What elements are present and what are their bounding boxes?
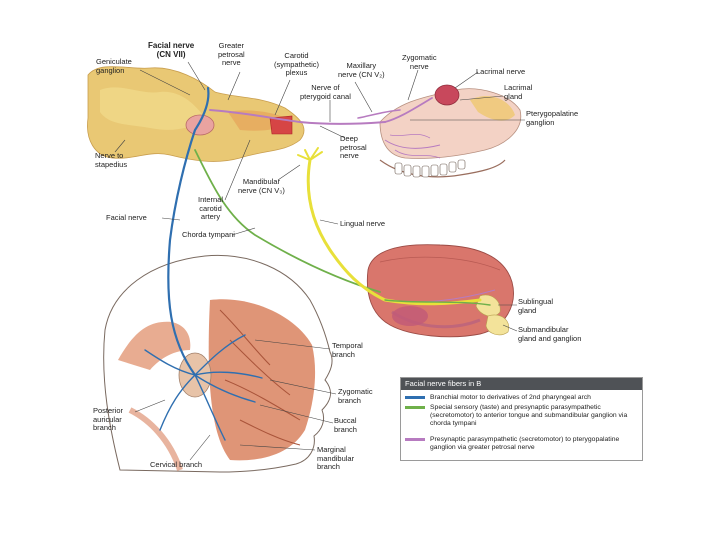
label-temporal-branch: Temporal branch (332, 341, 363, 359)
zygomatic-lacrimal-path (384, 97, 433, 123)
temporal-bone (87, 66, 305, 162)
label-zygomatic-branch: Zygomatic branch (338, 387, 373, 405)
label-maxillary-nerve: Maxillary nerve (CN V₂) (338, 61, 385, 79)
maxillary-nerve-text: Maxillary nerve (CN V₂) (338, 61, 385, 79)
legend-swatch-parasympathetic (405, 438, 425, 441)
label-marginal-mandibular: Marginal mandibular branch (317, 445, 355, 472)
label-nerve-pterygoid-canal: Nerve of pterygoid canal (300, 83, 351, 101)
pterygopalatine-ganglion-text: Pterygopalatine ganglion (526, 109, 579, 127)
label-buccal-branch: Buccal branch (334, 416, 357, 434)
label-pterygopalatine-ganglion: Pterygopalatine ganglion (526, 109, 579, 127)
zygomatic-branch-text: Zygomatic branch (338, 387, 373, 405)
label-mandibular-nerve: Mandibular nerve (CN V₃) (238, 177, 285, 195)
label-sublingual-gland: Sublingual gland (518, 297, 554, 315)
label-internal-carotid: Internal carotid artery (198, 195, 224, 222)
facial-nerve-cn7-text: Facial nerve (CN VII) (148, 41, 195, 59)
submandibular-gland-shape (485, 314, 510, 336)
label-facial-nerve-cn7: Facial nerve (CN VII) (148, 41, 195, 59)
upper-teeth (394, 159, 466, 178)
label-deep-petrosal: Deep petrosal nerve (340, 134, 367, 161)
sublingual-gland-text: Sublingual gland (518, 297, 554, 315)
chorda-tympani-path (194, 149, 381, 293)
mandibular-nerve-text: Mandibular nerve (CN V₃) (238, 177, 285, 195)
head-profile (103, 254, 333, 473)
greater-petrosal-path (209, 109, 386, 125)
sublingual-gland-shape (475, 294, 501, 317)
deep-petrosal-text: Deep petrosal nerve (340, 134, 367, 160)
lacrimal-gland-shape (434, 84, 460, 106)
tongue-section (366, 244, 514, 338)
legend-title: Facial nerve fibers in B (401, 378, 642, 390)
label-greater-petrosal: Greater petrosal nerve (218, 41, 245, 68)
posterior-auricular-text: Posterior auricular branch (93, 406, 124, 432)
nasal-palate-section (379, 84, 522, 178)
geniculate-ganglion-text: Geniculate ganglion (96, 57, 132, 75)
label-nerve-to-stapedius: Nerve to stapedius (95, 151, 128, 169)
lingual-nerve-path (306, 158, 482, 306)
lingual-nerve-text: Lingual nerve (340, 219, 386, 228)
lacrimal-gland-text: Lacrimal gland (504, 83, 533, 101)
legend-box: Facial nerve fibers in B Branchial motor… (400, 377, 643, 461)
label-cervical-branch: Cervical branch (150, 460, 203, 470)
submandibular-gland-text: Submandibular gland and ganglion (518, 325, 582, 343)
label-geniculate-ganglion: Geniculate ganglion (96, 57, 132, 75)
nerve-to-stapedius-text: Nerve to stapedius (95, 151, 128, 169)
chorda-tympani-text: Chorda tympani (182, 230, 235, 239)
facial-nerve-path (167, 86, 210, 377)
label-lacrimal-nerve: Lacrimal nerve (476, 67, 526, 77)
legend-text-parasympathetic: Presynaptic parasympathetic (secretomoto… (430, 436, 620, 451)
label-facial-nerve: Facial nerve (106, 213, 147, 223)
label-carotid-plexus: Carotid (sympathetic) plexus (274, 51, 320, 78)
label-posterior-auricular: Posterior auricular branch (93, 406, 124, 433)
marginal-mandibular-text: Marginal mandibular branch (317, 445, 355, 471)
internal-carotid-text: Internal carotid artery (198, 195, 224, 221)
temporal-branch-text: Temporal branch (332, 341, 363, 359)
legend-swatch-motor (405, 396, 425, 399)
label-chorda-tympani: Chorda tympani (182, 230, 235, 240)
zygomatic-nerve-text: Zygomatic nerve (402, 53, 437, 71)
legend-text-taste: Special sensory (taste) and presynaptic … (430, 404, 628, 427)
carotid-plexus-text: Carotid (sympathetic) plexus (274, 51, 320, 77)
facial-muscles (208, 299, 316, 461)
label-zygomatic-nerve: Zygomatic nerve (402, 53, 437, 71)
nerve-pterygoid-canal-text: Nerve of pterygoid canal (300, 83, 351, 101)
lacrimal-nerve-text: Lacrimal nerve (476, 67, 526, 76)
geniculate-ganglion-shape (185, 114, 215, 136)
greater-petrosal-text: Greater petrosal nerve (218, 41, 245, 67)
facial-nerve-text: Facial nerve (106, 213, 147, 222)
label-lacrimal-gland: Lacrimal gland (504, 83, 533, 101)
label-submandibular-gland: Submandibular gland and ganglion (518, 325, 582, 343)
leader-lines (114, 61, 525, 461)
label-lingual-nerve: Lingual nerve (340, 219, 386, 229)
legend-text-motor: Branchial motor to derivatives of 2nd ph… (430, 394, 591, 401)
buccal-branch-text: Buccal branch (334, 416, 357, 434)
legend-swatch-taste (405, 406, 425, 409)
nerve-pathways (144, 86, 491, 441)
cervical-branch-text: Cervical branch (150, 460, 203, 469)
